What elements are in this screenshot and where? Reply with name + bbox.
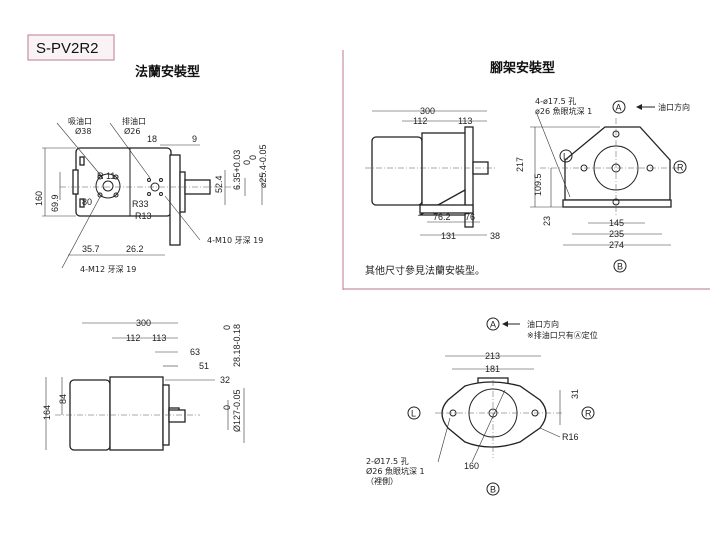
shaft-dia: ⌀25.4-0.05 [258, 145, 268, 188]
foot-dim-217: 217 [515, 157, 525, 172]
lower-dim-213: 213 [485, 351, 500, 361]
foot-side-view [365, 110, 495, 236]
dim-160: 160 [34, 191, 44, 206]
suction-port-dia: Ø38 [75, 126, 91, 136]
lower-pilot-dia-upper: 0 [222, 405, 232, 410]
port-a-circle [612, 100, 626, 114]
lower-hole-spec-1: 2-Ø17.5 孔 [366, 456, 409, 466]
lower-side-view [45, 322, 245, 451]
key-width: 6.35+0.03 [232, 150, 242, 190]
dim-26-2: 26.2 [126, 244, 144, 254]
lower-port-b-circle [486, 482, 500, 496]
lower-dim-160: 160 [464, 461, 479, 471]
foot-dim-145: 145 [609, 218, 624, 228]
lower-hole-spec-3: （裡側） [366, 476, 398, 486]
model-label: S-PV2R2 [36, 40, 99, 57]
lower-port-b: B [490, 485, 496, 495]
lower-port-l: L [411, 409, 416, 419]
radius-11: R 11 [97, 171, 115, 181]
lower-port-note: ※排油口只有Ⓐ定位 [527, 330, 598, 340]
lower-key-dim: 28.18-0.18 [232, 324, 242, 367]
lower-port-l-circle [407, 406, 421, 420]
lower-dim-84: 84 [58, 394, 68, 404]
lower-arrow-label: 油口方向 [527, 319, 559, 329]
dim-52-4: 52.4 [214, 175, 224, 193]
dim-69-9: 69.9 [50, 194, 60, 212]
flange-title: 法蘭安裝型 [135, 64, 200, 80]
lower-radius-16: R16 [562, 432, 579, 442]
foot-dim-76: 76 [465, 212, 475, 222]
discharge-port-label: 排油口 [122, 116, 146, 126]
port-r-circle [673, 160, 687, 174]
foot-dim-38: 38 [490, 231, 500, 241]
radius-13: R13 [135, 211, 152, 221]
port-b-circle [613, 259, 627, 273]
port-l-circle [559, 149, 573, 163]
m12-thread: 4-M12 牙深 19 [80, 265, 136, 274]
lower-dim-51: 51 [199, 361, 209, 371]
lower-dim-113: 113 [152, 333, 166, 343]
lower-dim-300: 300 [136, 318, 151, 328]
lower-dim-164: 164 [42, 405, 52, 420]
foot-hole-spec-2: ø26 魚眼坑深 1 [535, 106, 592, 116]
suction-port-label: 吸油口 [68, 116, 92, 126]
foot-dim-112: 112 [413, 116, 427, 126]
radius-33: R33 [132, 199, 149, 209]
discharge-port-dia: Ø26 [124, 126, 140, 136]
dim-18: 18 [147, 134, 157, 144]
foot-port-l: L [563, 152, 568, 162]
foot-dim-235: 235 [609, 229, 624, 239]
foot-dim-113: 113 [458, 116, 472, 126]
dim-9: 9 [192, 134, 197, 144]
foot-dim-76-2: 76.2 [433, 212, 451, 222]
lower-dim-181: 181 [485, 364, 500, 374]
foot-port-a: A [616, 103, 622, 113]
foot-dim-300: 300 [420, 106, 435, 116]
lower-dim-63: 63 [190, 347, 200, 357]
foot-dim-131: 131 [441, 231, 456, 241]
foot-dim-274: 274 [609, 240, 624, 250]
lower-pilot-dia: Ø127-0.05 [232, 389, 242, 432]
lower-port-a: A [490, 320, 496, 330]
foot-title: 腳架安裝型 [490, 60, 555, 76]
lower-hole-spec-2: Ø26 魚眼坑深 1 [366, 466, 425, 476]
foot-port-r: R [677, 163, 684, 173]
foot-dim-109-5: 109.5 [533, 173, 543, 196]
foot-dim-23: 23 [542, 216, 552, 226]
foot-hole-spec-1: 4-ø17.5 孔 [535, 97, 576, 106]
key-width-lower: 0 [242, 160, 252, 165]
model-label-box [27, 34, 115, 61]
dim-80: 80 [82, 197, 92, 207]
m10-thread: 4-M10 牙深 19 [207, 236, 263, 245]
shaft-dia-upper: 0 [248, 155, 258, 160]
lower-dim-32: 32 [220, 375, 230, 385]
dim-35-7: 35.7 [82, 244, 100, 254]
lower-port-a-circle [486, 317, 500, 331]
foot-port-b: B [617, 262, 623, 272]
lower-front-view [435, 321, 562, 463]
lower-key-dim-upper: 0 [222, 325, 232, 330]
lower-port-r-circle [581, 406, 595, 420]
lower-dim-31: 31 [570, 389, 580, 399]
flange-mount-view [42, 122, 263, 269]
foot-front-view [530, 104, 680, 246]
foot-note: 其他尺寸參見法蘭安裝型。 [365, 264, 485, 277]
lower-port-r: R [585, 409, 592, 419]
lower-dim-112: 112 [126, 333, 140, 343]
foot-arrow-label: 油口方向 [658, 102, 690, 112]
